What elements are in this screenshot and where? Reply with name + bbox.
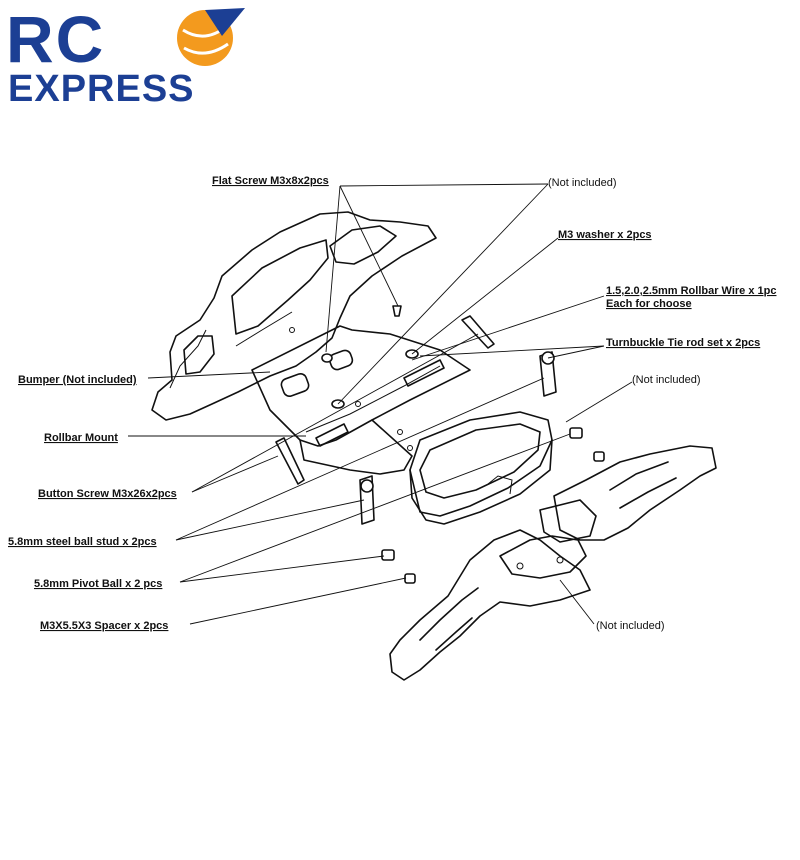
- suspension-arms-part: [389, 445, 717, 681]
- bumper-part: [151, 211, 437, 421]
- button-screws-part: [275, 315, 495, 485]
- logo-express-text: EXPRESS: [8, 68, 195, 110]
- mount-posts: [280, 349, 354, 409]
- rollbar-mount-part: [251, 325, 471, 475]
- label-flat-screw: Flat Screw M3x8x2pcs: [212, 175, 329, 187]
- leader-lines: [128, 183, 633, 625]
- logo-ball-icon: [177, 8, 245, 66]
- label-rollbar-mount: Rollbar Mount: [44, 432, 118, 444]
- label-m3-washer: M3 washer x 2pcs: [558, 229, 652, 241]
- label-rollbar-wire-1: 1.5,2.0,2.5mm Rollbar Wire x 1pc: [606, 285, 776, 297]
- flat-screws-part: [392, 305, 419, 359]
- label-turnbuckle: Turnbuckle Tie rod set x 2pcs: [606, 337, 760, 349]
- label-rollbar-wire-2: Each for choose: [606, 298, 692, 310]
- label-not-included-top: (Not included): [548, 177, 616, 189]
- logo-rc-text: RC: [6, 2, 105, 76]
- rc-express-logo: RC EXPRESS: [6, 2, 245, 110]
- pivot-balls-part: [381, 427, 605, 584]
- label-pivot-ball: 5.8mm Pivot Ball x 2 pcs: [34, 578, 162, 590]
- label-bumper: Bumper (Not included): [18, 374, 137, 386]
- label-not-included-mid: (Not included): [632, 374, 700, 386]
- label-not-included-bottom: (Not included): [596, 620, 664, 632]
- label-ball-stud: 5.8mm steel ball stud x 2pcs: [8, 536, 157, 548]
- label-spacer: M3X5.5X3 Spacer x 2pcs: [40, 620, 168, 632]
- label-button-screw: Button Screw M3x26x2pcs: [38, 488, 177, 500]
- battery-tray-part: [409, 411, 553, 525]
